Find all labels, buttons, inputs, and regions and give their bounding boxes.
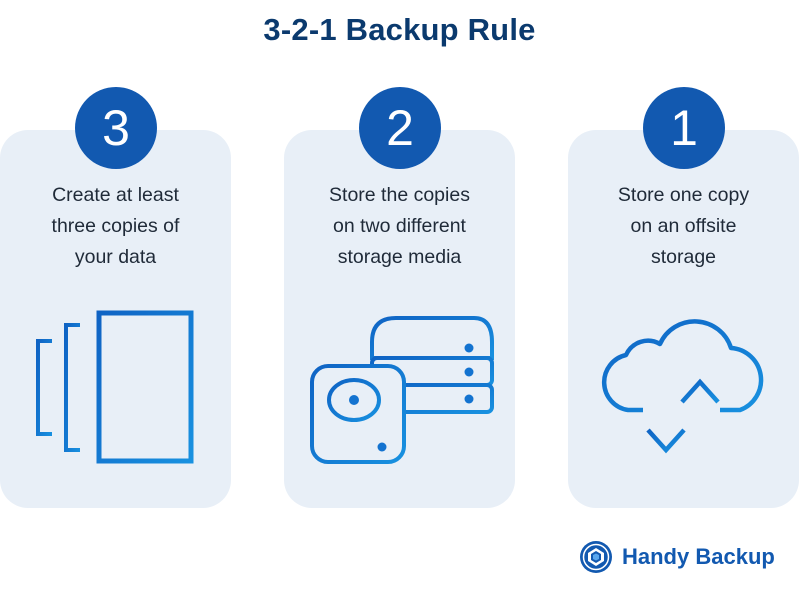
step-number-badge: 1 — [643, 87, 725, 169]
step-description: Store one copy on an offsite storage — [568, 180, 799, 273]
step-text-line: Store one copy — [617, 184, 750, 206]
step-text-line: Store the copies — [329, 184, 470, 206]
step-number-badge: 2 — [359, 87, 441, 169]
step-text-line: storage media — [337, 246, 462, 268]
step-text-line: three copies of — [51, 215, 180, 237]
step-card-three-copies: Create at least three copies of your dat… — [0, 130, 231, 508]
step-description: Store the copies on two different storag… — [284, 180, 515, 273]
copies-icon — [36, 310, 194, 464]
handy-backup-logo-icon — [580, 541, 612, 573]
step-number-badge: 3 — [75, 87, 157, 169]
step-text-line: your data — [74, 246, 157, 268]
storage-media-icon — [310, 316, 494, 464]
brand-logo: Handy Backup — [578, 537, 775, 577]
step-text-line: on two different — [333, 215, 466, 237]
step-description: Create at least three copies of your dat… — [0, 180, 231, 273]
step-card-offsite: Store one copy on an offsite storage — [568, 130, 799, 508]
step-text-line: on an offsite — [630, 215, 737, 237]
page-title: 3-2-1 Backup Rule — [263, 12, 536, 47]
step-text-line: storage — [650, 246, 717, 268]
brand-name: Handy Backup — [622, 544, 775, 569]
step-card-two-media: Store the copies on two different storag… — [284, 130, 515, 508]
step-text-line: Create at least — [52, 184, 179, 206]
cloud-sync-icon — [601, 319, 764, 454]
